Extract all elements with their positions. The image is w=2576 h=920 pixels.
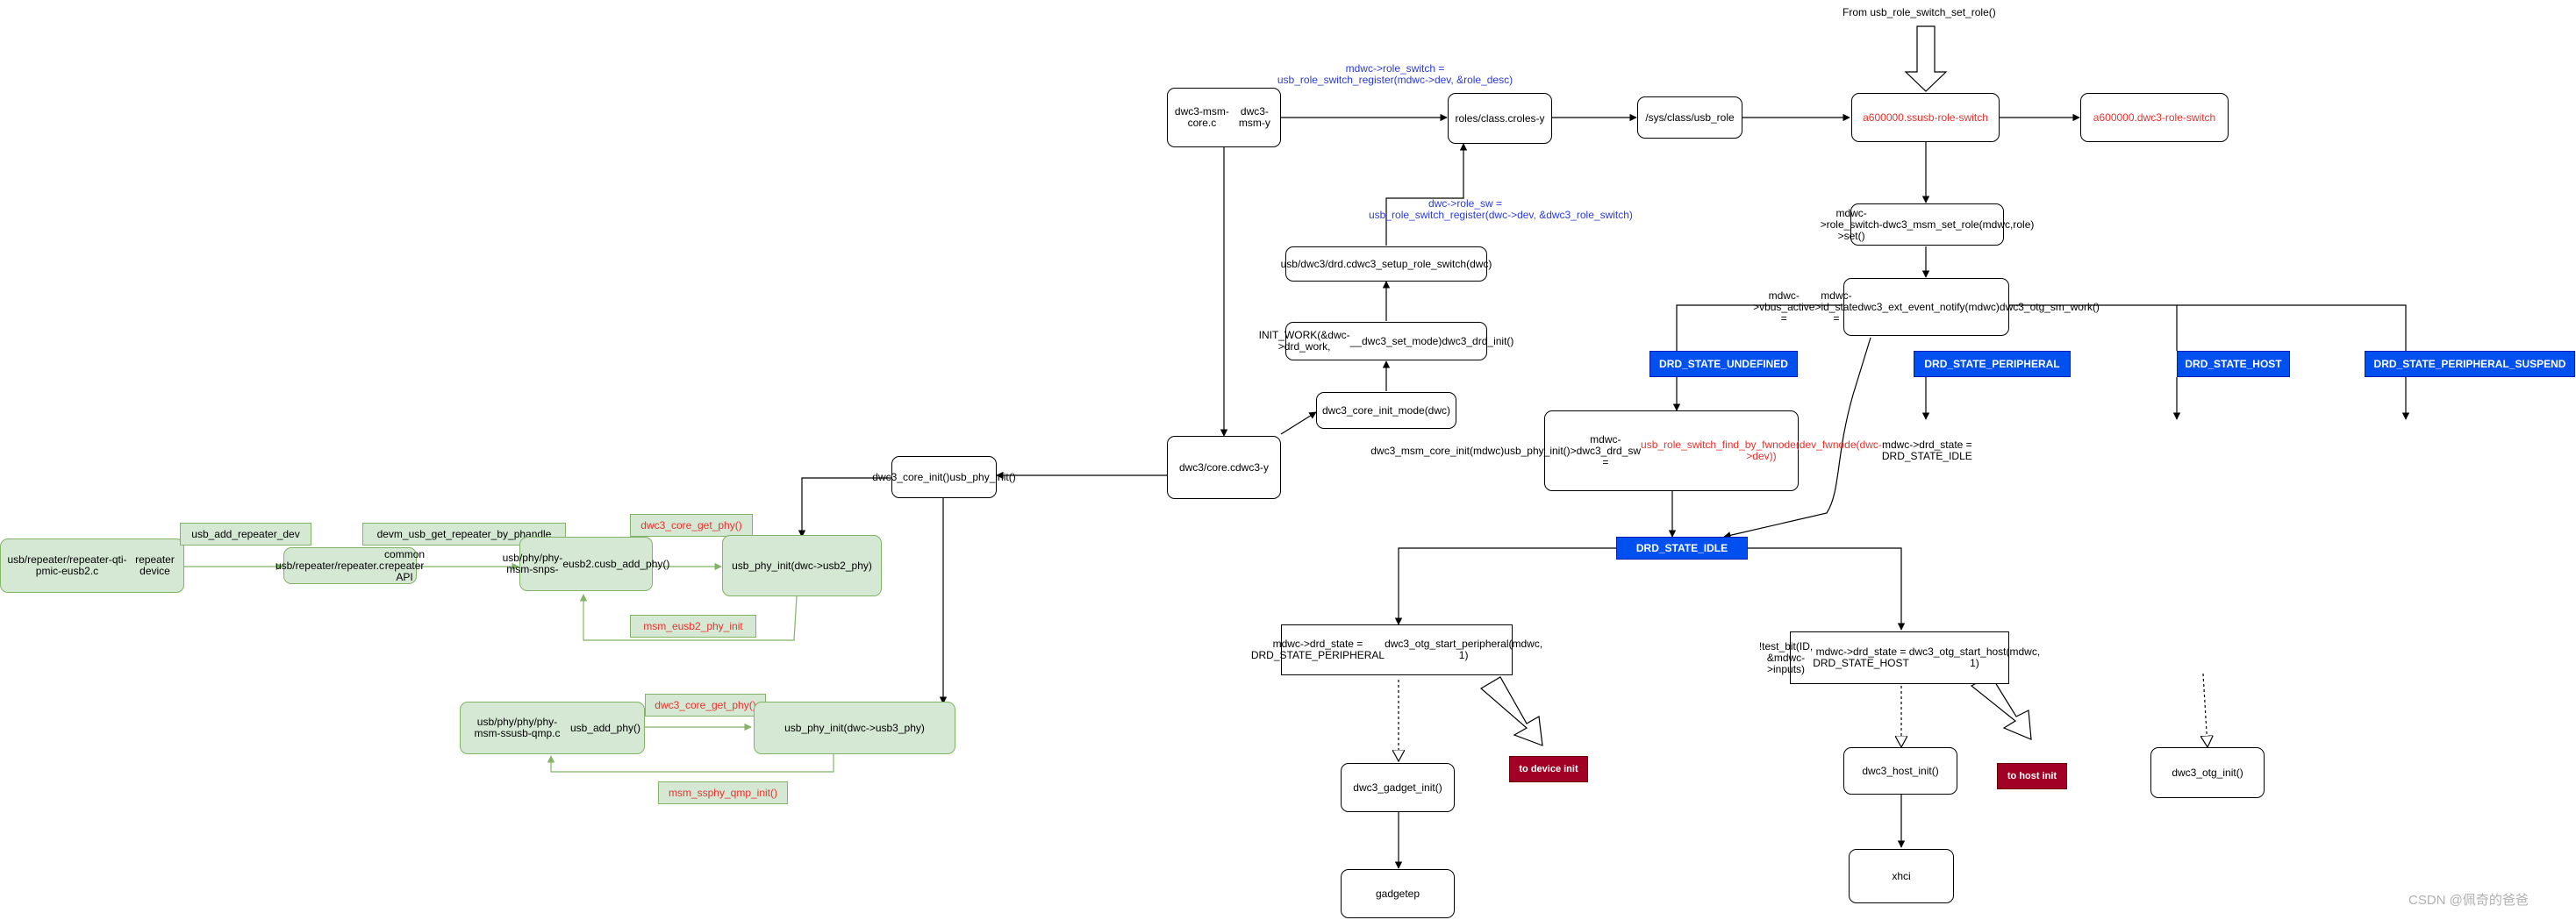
red-line: usb_role_switch_find_by_fwnode(dev_fwnod… bbox=[1641, 439, 1882, 462]
state-idle[interactable]: DRD_STATE_IDLE bbox=[1616, 537, 1748, 560]
init-work-node[interactable]: INIT_WORK(&dwc->drd_work, __dwc3_set_mod… bbox=[1259, 322, 1513, 360]
start-peripheral-node[interactable]: mdwc->drd_state = DRD_STATE_PERIPHERAL d… bbox=[1251, 624, 1542, 675]
line: dwc3_drd_init() bbox=[1442, 334, 1514, 347]
line: dwc3_msm_set_role(mdwc, bbox=[1882, 218, 2014, 231]
role-sw-register-label: dwc->role_sw = usb_role_switch_register(… bbox=[1369, 197, 1633, 221]
msm-core-init-node[interactable]: dwc3_msm_core_init(mdwc) usb_phy_init() … bbox=[1370, 410, 1972, 491]
csdn-watermark: CSDN @佩奇的爸爸 bbox=[2408, 893, 2529, 908]
line: usb_phy_init() bbox=[1504, 444, 1571, 457]
host-init-node[interactable]: dwc3_host_init() bbox=[1843, 747, 1957, 795]
line: usb/phy/phy/phy-msm-ssusb-qmp.c bbox=[474, 716, 561, 739]
line: mdwc->drd_state = DRD_STATE_HOST bbox=[1813, 645, 1909, 669]
line: usb_role_switch_register(mdwc->dev, &rol… bbox=[1277, 74, 1513, 86]
line: dwc3_ext_event_notify(mdwc) bbox=[1857, 300, 2000, 313]
add-repeater-dev-label: usb_add_repeater_dev bbox=[180, 523, 311, 546]
drd-c-node[interactable]: usb/dwc3/drd.c dwc3_setup_role_switch(dw… bbox=[1281, 246, 1492, 282]
otg-init-node[interactable]: dwc3_otg_init() bbox=[2150, 747, 2265, 798]
line: dwc3_msm_core_init(mdwc) bbox=[1370, 444, 1505, 457]
line: usb_add_phy() bbox=[569, 721, 640, 734]
line: usb_add_phy() bbox=[599, 557, 670, 570]
line: usb/phy/phy-msm-snps- bbox=[502, 552, 563, 575]
line: dwc3_otg_start_peripheral(mdwc, 1) bbox=[1385, 638, 1543, 661]
line: INIT_WORK(&dwc->drd_work, bbox=[1258, 329, 1350, 353]
line: dwc3_setup_role_switch(dwc) bbox=[1351, 257, 1492, 270]
line: roles-y bbox=[1513, 111, 1545, 125]
role-switch-register-label: mdwc->role_switch = usb_role_switch_regi… bbox=[1228, 63, 1562, 86]
repeater-device-node[interactable]: usb/repeater/repeater-qti-pmic-eusb2.c r… bbox=[0, 538, 184, 593]
line: !test_bit(ID, &mdwc->inputs) bbox=[1758, 639, 1814, 675]
core-get-phy-label-usb3: dwc3_core_get_phy() bbox=[645, 694, 766, 717]
vbus-active-node[interactable]: mdwc->vbus_active = mdwc->id_state = dwc… bbox=[1753, 278, 2100, 336]
core-get-phy-label-usb2: dwc3_core_get_phy() bbox=[630, 514, 753, 537]
line: gadget bbox=[1375, 887, 1408, 900]
ssphy-qmp-init-label: msm_ssphy_qmp_init() bbox=[658, 781, 788, 804]
line: usb/dwc3/drd.c bbox=[1280, 257, 1352, 270]
state-peripheral-suspend[interactable]: DRD_STATE_PERIPHERAL_SUSPEND bbox=[2365, 351, 2575, 377]
state-host[interactable]: DRD_STATE_HOST bbox=[2177, 351, 2290, 377]
phy-init-usb3-node[interactable]: usb_phy_init(dwc->usb3_phy) bbox=[754, 702, 955, 754]
line: __dwc3_set_mode) bbox=[1349, 334, 1442, 347]
ssusb-qmp-node[interactable]: usb/phy/phy/phy-msm-ssusb-qmp.c usb_add_… bbox=[460, 702, 645, 754]
gadget-ep-node[interactable]: gadget ep bbox=[1341, 869, 1455, 918]
line: mdwc->drd_state = DRD_STATE_IDLE bbox=[1881, 439, 1972, 462]
sys-class-usb-role-node[interactable]: /sys/class/usb_role bbox=[1637, 96, 1742, 139]
start-host-node[interactable]: !test_bit(ID, &mdwc->inputs) mdwc->drd_s… bbox=[1759, 631, 2040, 684]
core-init-mode-node[interactable]: dwc3_core_init_mode(dwc) bbox=[1316, 392, 1456, 429]
line: repeater device bbox=[135, 553, 175, 577]
line: dwc3_otg_sm_work() bbox=[1999, 300, 2100, 313]
roles-class-node[interactable]: roles/class.c roles-y bbox=[1448, 93, 1552, 144]
line: ep bbox=[1407, 887, 1420, 900]
state-peripheral[interactable]: DRD_STATE_PERIPHERAL bbox=[1914, 351, 2071, 377]
core-init-node[interactable]: dwc3_core_init() usb_phy_init() bbox=[872, 456, 1016, 498]
line: roles/class.c bbox=[1455, 111, 1513, 125]
line: usb_role_switch_register(dwc->dev, &dwc3… bbox=[1369, 209, 1633, 221]
line: usb/repeater/repeater-qti-pmic-eusb2.c bbox=[7, 553, 127, 577]
line: dwc3-y bbox=[1235, 460, 1270, 474]
line: common repeater API bbox=[384, 547, 426, 583]
line: eusb2.c bbox=[562, 557, 600, 570]
line: dwc3-msm-y bbox=[1238, 105, 1270, 129]
line: dwc->role_sw = bbox=[1428, 197, 1503, 210]
to-device-init-tag[interactable]: to device init bbox=[1509, 756, 1588, 782]
role-switch-set-node[interactable]: mdwc->role_switch->set() dwc3_msm_set_ro… bbox=[1821, 203, 2034, 246]
repeater-api-node[interactable]: usb/repeater/repeater.c common repeater … bbox=[275, 547, 425, 584]
line: dwc3-msm-core.c bbox=[1174, 105, 1229, 129]
dwc3-msm-core-node[interactable]: dwc3-msm-core.c dwc3-msm-y bbox=[1167, 88, 1281, 147]
line: usb_phy_init() bbox=[949, 470, 1016, 483]
source-caller-label: From usb_role_switch_set_role() bbox=[1843, 6, 1996, 18]
phy-init-usb2-node[interactable]: usb_phy_init(dwc->usb2_phy) bbox=[722, 535, 882, 596]
line: mdwc->id_state = bbox=[1814, 289, 1858, 324]
to-host-init-tag[interactable]: to host init bbox=[1997, 763, 2067, 789]
gadget-init-node[interactable]: dwc3_gadget_init() bbox=[1341, 763, 1455, 812]
line: dwc3/core.c bbox=[1178, 460, 1235, 474]
snps-eusb2-node[interactable]: usb/phy/phy-msm-snps- eusb2.c usb_add_ph… bbox=[503, 537, 669, 591]
line: dwc3_otg_start_host(mdwc, 1) bbox=[1908, 645, 2041, 669]
line: dwc3_core_init() bbox=[872, 470, 950, 483]
xhci-node[interactable]: xhci bbox=[1849, 849, 1954, 903]
eusb2-phy-init-label: msm_eusb2_phy_init bbox=[630, 615, 756, 638]
line: role) bbox=[2013, 218, 2035, 231]
line: mdwc->dwc3_drd_sw = bbox=[1570, 432, 1642, 468]
state-undefined[interactable]: DRD_STATE_UNDEFINED bbox=[1649, 351, 1798, 377]
line: usb/repeater/repeater.c bbox=[275, 559, 385, 572]
line: mdwc->vbus_active = bbox=[1753, 289, 1815, 324]
line: mdwc->role_switch = bbox=[1345, 62, 1445, 75]
dwc3-role-switch-node[interactable]: a600000.dwc3-role-switch bbox=[2080, 93, 2229, 142]
line: mdwc->drd_state = DRD_STATE_PERIPHERAL bbox=[1250, 638, 1385, 661]
ssusb-role-switch-node[interactable]: a600000.ssusb-role-switch bbox=[1851, 93, 2000, 142]
line: mdwc->role_switch->set() bbox=[1820, 206, 1883, 242]
dwc3-core-c-node[interactable]: dwc3/core.c dwc3-y bbox=[1167, 436, 1281, 499]
